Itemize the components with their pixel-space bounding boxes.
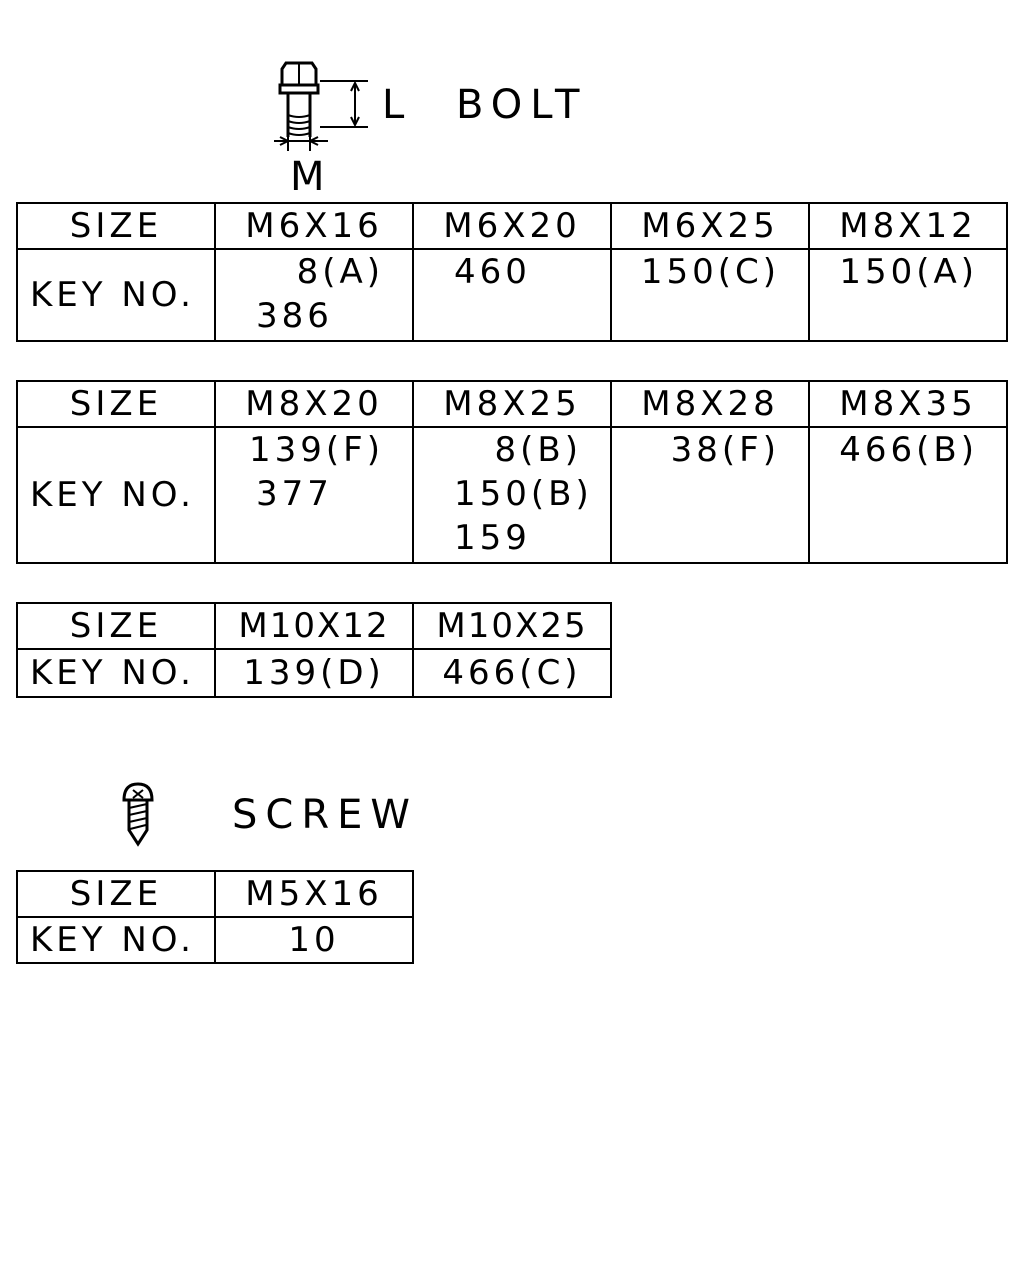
bolt-table-2: SIZE M8X20 M8X25 M8X28 M8X35 KEY NO. 139…	[16, 380, 1008, 564]
size-header: SIZE	[16, 602, 216, 650]
key-no-label: KEY NO.	[16, 916, 216, 964]
key-cell: 8(B) 150(B) 159	[412, 426, 612, 564]
bolt-length-label: L	[382, 82, 413, 128]
screw-table: SIZE M5X16 KEY NO. 10	[16, 870, 414, 964]
bolt-table-3: SIZE M10X12 M10X25 KEY NO. 139(D) 466(C)	[16, 602, 612, 698]
size-header: SIZE	[16, 870, 216, 918]
key-number: 460	[454, 252, 531, 292]
size-cell: M10X25	[412, 602, 612, 650]
key-cell: 466(B)	[808, 426, 1008, 564]
key-number: 377	[256, 474, 333, 514]
key-number: 8(A)	[296, 252, 384, 292]
size-cell: M10X12	[214, 602, 414, 650]
screw-title: SCREW	[232, 792, 418, 838]
key-cell: 8(A) 386	[214, 248, 414, 342]
key-number: 139(F)	[249, 430, 384, 470]
size-cell: M5X16	[214, 870, 414, 918]
size-cell: M8X25	[412, 380, 612, 428]
key-cell: 150(A)	[808, 248, 1008, 342]
size-cell: M6X20	[412, 202, 612, 250]
key-number: 139(D)	[214, 648, 414, 698]
key-cell: 460	[412, 248, 612, 342]
size-header: SIZE	[16, 202, 216, 250]
key-number: 150(C)	[640, 252, 780, 292]
key-number: 8(B)	[494, 430, 582, 470]
key-number: 150(B)	[454, 474, 593, 514]
key-cell: 38(F)	[610, 426, 810, 564]
size-cell: M6X16	[214, 202, 414, 250]
size-header: SIZE	[16, 380, 216, 428]
key-number: 38(F)	[670, 430, 780, 470]
key-no-label: KEY NO.	[16, 426, 216, 564]
bolt-diameter-label: M	[290, 154, 333, 200]
key-cell: 150(C)	[610, 248, 810, 342]
screw-icon	[122, 782, 154, 847]
key-number: 150(A)	[839, 252, 978, 292]
size-cell: M8X12	[808, 202, 1008, 250]
key-number: 10	[214, 916, 414, 964]
key-number: 466(B)	[839, 430, 978, 470]
size-cell: M8X20	[214, 380, 414, 428]
key-no-label: KEY NO.	[16, 648, 216, 698]
size-cell: M8X35	[808, 380, 1008, 428]
key-cell: 139(F) 377	[214, 426, 414, 564]
bolt-table-1: SIZE M6X16 M6X20 M6X25 M8X12 KEY NO. 8(A…	[16, 202, 1008, 342]
bolt-icon	[274, 61, 368, 151]
key-number: 466(C)	[412, 648, 612, 698]
bolt-title: BOLT	[456, 82, 588, 128]
size-cell: M8X28	[610, 380, 810, 428]
key-number: 159	[454, 518, 531, 558]
size-cell: M6X25	[610, 202, 810, 250]
key-number: 386	[256, 296, 333, 336]
key-no-label: KEY NO.	[16, 248, 216, 342]
